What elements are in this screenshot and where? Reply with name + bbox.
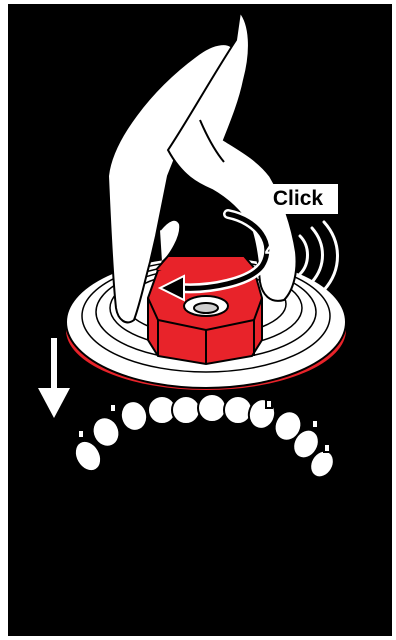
click-label: Click bbox=[258, 184, 338, 214]
step-number: 4. bbox=[254, 232, 294, 268]
red-cap bbox=[148, 256, 262, 364]
